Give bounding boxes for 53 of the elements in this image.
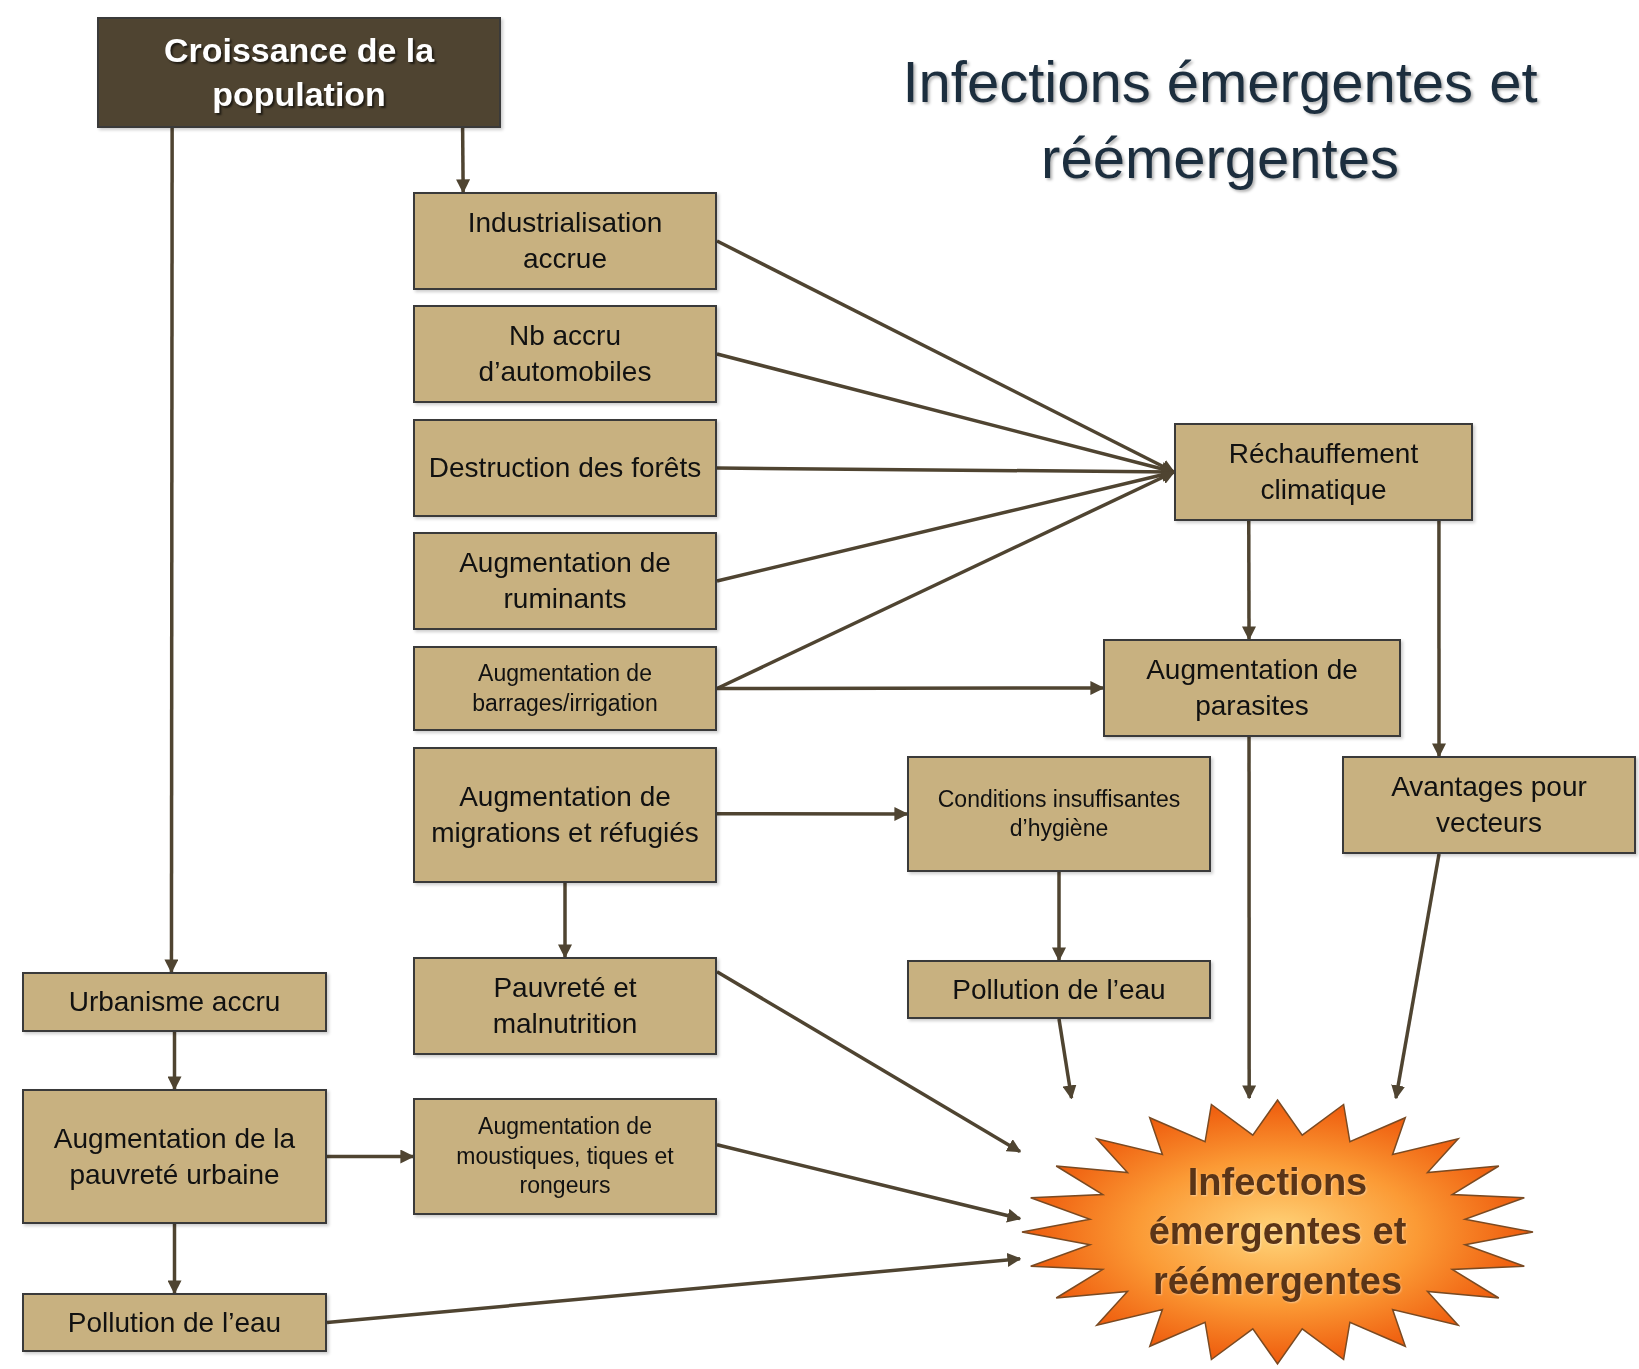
arrow xyxy=(558,883,572,959)
box-label: Augmentation de migrations et réfugiés xyxy=(430,780,700,850)
process-box xyxy=(22,972,327,1032)
arrow xyxy=(1242,737,1257,1100)
box-label: Augmentation de la pauvreté urbaine xyxy=(52,1121,297,1192)
process-box xyxy=(907,960,1211,1019)
process-box xyxy=(413,957,717,1055)
box-label: Urbanisme accru xyxy=(68,985,281,1020)
arrow xyxy=(1242,521,1256,641)
arrow xyxy=(456,128,471,194)
arrow xyxy=(1391,853,1441,1100)
box-label: Augmentation de barrages/irrigation xyxy=(471,659,659,718)
arrow xyxy=(716,1143,1022,1223)
arrow xyxy=(1052,872,1066,962)
arrow xyxy=(164,128,179,974)
arrow xyxy=(167,1224,182,1295)
process-box xyxy=(907,756,1211,872)
process-box xyxy=(413,1098,717,1215)
box-label: Augmentation de ruminants xyxy=(458,546,672,616)
arrow xyxy=(717,807,909,821)
arrow xyxy=(326,1253,1022,1325)
process-box xyxy=(97,17,501,128)
process-box xyxy=(1342,756,1636,854)
box-label: Avantages pour vecteurs xyxy=(1390,770,1588,840)
process-box xyxy=(413,532,717,630)
process-box xyxy=(413,747,717,883)
box-label: Industrialisation accrue xyxy=(466,206,664,276)
process-box xyxy=(22,1293,327,1352)
process-box xyxy=(1174,423,1473,521)
box-label: Réchauffement climatique xyxy=(1227,437,1420,507)
arrow xyxy=(1432,521,1446,758)
box-label: Nb accru d’automobiles xyxy=(477,319,653,389)
arrow xyxy=(717,681,1105,695)
arrow xyxy=(167,1032,182,1091)
box-label: Croissance de la population xyxy=(162,30,436,115)
box-label: Destruction des forêts xyxy=(428,451,702,486)
box-label: Conditions insuffisantes d’hygiène xyxy=(936,784,1182,843)
arrow xyxy=(716,970,1022,1154)
title: Infections émergentes et réémergentes xyxy=(901,48,1539,192)
process-box xyxy=(413,419,717,517)
box-label: Augmentation de parasites xyxy=(1145,653,1359,723)
box-label: Pauvreté et malnutrition xyxy=(491,971,639,1041)
arrow xyxy=(327,1149,415,1164)
box-label: Pollution de l’eau xyxy=(952,972,1166,1007)
arrow xyxy=(1057,1018,1077,1100)
process-box xyxy=(22,1089,327,1224)
box-label: Augmentation de moustiques, tiques et rongeurs xyxy=(455,1112,675,1201)
process-box xyxy=(413,192,717,290)
process-box xyxy=(413,646,717,731)
box-label: Pollution de l’eau xyxy=(67,1305,282,1340)
box-label: Infections émergentes et réémergentes xyxy=(1147,1159,1408,1304)
process-box xyxy=(413,305,717,403)
process-box xyxy=(1103,639,1401,737)
